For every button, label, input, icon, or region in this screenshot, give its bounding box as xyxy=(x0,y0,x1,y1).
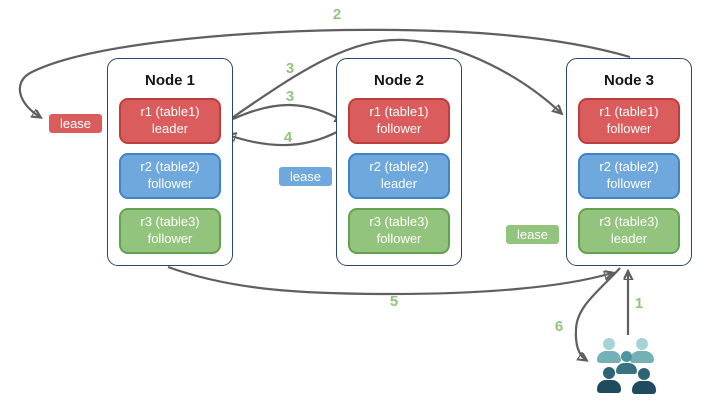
arrow-step5-node1-to-node3 xyxy=(167,265,612,296)
node1-replica-r1: r1 (table1) leader xyxy=(119,98,221,144)
person-torso-icon xyxy=(632,381,656,394)
replica-name: r2 (table2) xyxy=(599,159,659,175)
replica-name: r3 (table3) xyxy=(369,214,429,230)
replica-name: r1 (table1) xyxy=(369,104,429,120)
node2-replica-r1: r1 (table1) follower xyxy=(348,98,450,144)
node1-replica-r2: r2 (table2) follower xyxy=(119,153,221,199)
node3-replica-r2: r2 (table2) follower xyxy=(578,153,680,199)
replica-name: r1 (table1) xyxy=(599,104,659,120)
step-label-6: 6 xyxy=(554,318,564,335)
lease-badge-r3: lease xyxy=(504,223,561,246)
person-head-icon xyxy=(636,338,648,350)
replica-role: follower xyxy=(376,121,422,136)
node2-replica-r2: r2 (table2) leader xyxy=(348,153,450,199)
step-label-3b: 3 xyxy=(285,88,295,105)
replica-name: r1 (table1) xyxy=(140,104,200,120)
node-1-title: Node 1 xyxy=(144,72,195,89)
replica-role: leader xyxy=(610,231,648,246)
replica-name: r3 (table3) xyxy=(140,214,200,230)
replica-role: follower xyxy=(147,176,193,191)
step-label-4: 4 xyxy=(283,129,293,146)
replica-name: r3 (table3) xyxy=(599,214,659,230)
arrow-step3-leader-to-node2 xyxy=(232,103,343,121)
step-label-5: 5 xyxy=(389,293,399,310)
step-label-3a: 3 xyxy=(285,60,295,77)
person-head-icon xyxy=(603,338,615,350)
person-head-icon xyxy=(603,367,615,379)
replica-name: r2 (table2) xyxy=(140,159,200,175)
replica-role: follower xyxy=(606,121,652,136)
person-head-icon xyxy=(621,351,632,362)
replica-role: leader xyxy=(151,121,189,136)
replica-role: follower xyxy=(606,176,652,191)
lease-badge-r2: lease xyxy=(277,165,334,188)
person-torso-icon xyxy=(597,380,621,393)
people-group-icon xyxy=(584,332,662,398)
replica-name: r2 (table2) xyxy=(369,159,429,175)
replica-role: follower xyxy=(376,231,422,246)
node-2-box: Node 2 r1 (table1) follower r2 (table2) … xyxy=(336,58,462,266)
replica-role: leader xyxy=(380,176,418,191)
person-torso-icon xyxy=(616,363,637,374)
node-3-title: Node 3 xyxy=(603,72,654,89)
node-1-box: Node 1 r1 (table1) leader r2 (table2) fo… xyxy=(107,58,233,266)
person-torso-icon xyxy=(630,351,654,363)
lease-badge-r1: lease xyxy=(47,112,104,135)
node1-replica-r3: r3 (table3) follower xyxy=(119,208,221,254)
node2-replica-r3: r3 (table3) follower xyxy=(348,208,450,254)
replica-role: follower xyxy=(147,231,193,246)
node3-replica-r3: r3 (table3) leader xyxy=(578,208,680,254)
node-2-title: Node 2 xyxy=(373,72,424,89)
person-head-icon xyxy=(638,368,650,380)
person-torso-icon xyxy=(597,351,621,363)
step-label-1: 1 xyxy=(634,295,644,312)
step-label-2: 2 xyxy=(332,6,342,23)
node-3-box: Node 3 r1 (table1) follower r2 (table2) … xyxy=(566,58,692,266)
node3-replica-r1: r1 (table1) follower xyxy=(578,98,680,144)
